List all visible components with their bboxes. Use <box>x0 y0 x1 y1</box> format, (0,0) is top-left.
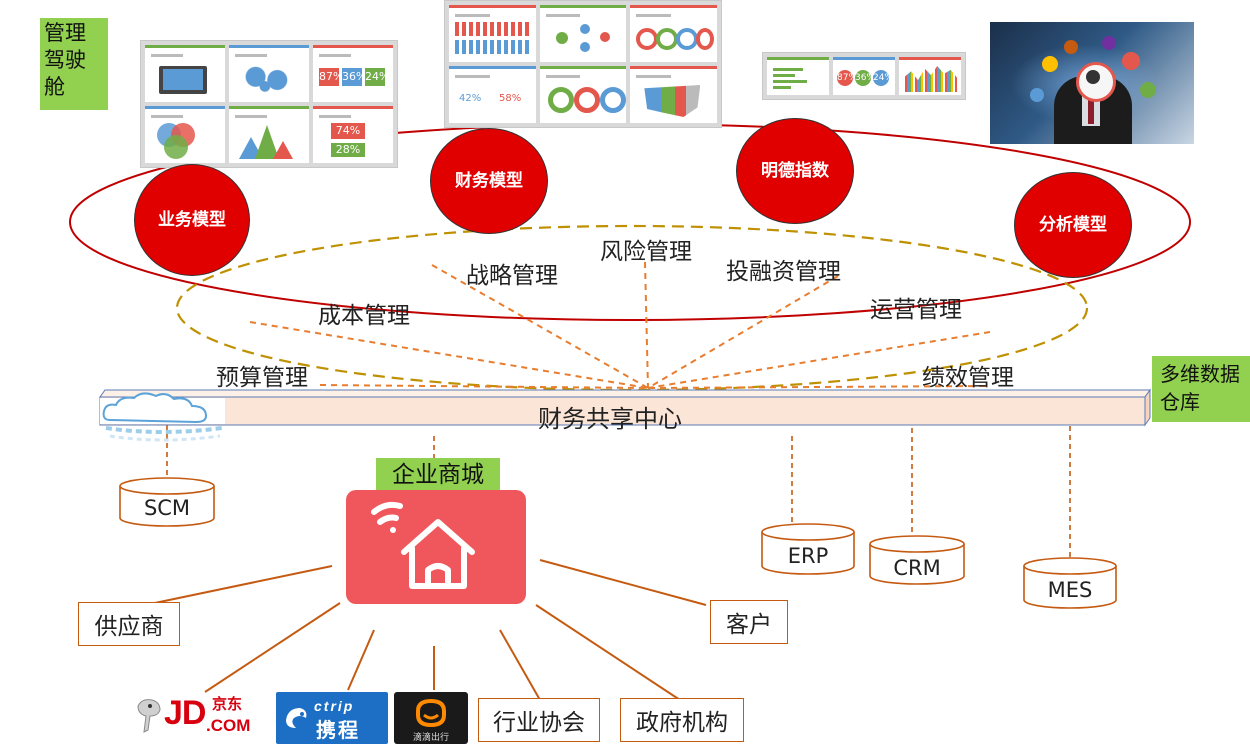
slide-rings <box>630 5 717 62</box>
dashboard-thumbnail-center: 42% 58% <box>444 0 722 128</box>
cloud-icon <box>100 392 225 442</box>
warehouse-label: 多维数据仓库 <box>1152 356 1250 422</box>
bubble-finance-model: 财务模型 <box>430 128 548 234</box>
label-operation-management: 运营管理 <box>870 297 962 323</box>
slide-donuts <box>539 66 627 123</box>
label-investment-management: 投融资管理 <box>726 259 841 285</box>
slide-flow <box>539 5 627 62</box>
slide-stat-blocks: 74% 28% <box>313 106 393 163</box>
system-crm: CRM <box>893 556 941 580</box>
slide-circles: 87% 36% 24% <box>833 57 895 95</box>
slide-gender: 42% 58% <box>449 66 536 123</box>
slide-percent-tiles: 87% 36% 24% <box>313 45 393 102</box>
system-mes: MES <box>1047 578 1093 602</box>
slide-hbars <box>767 57 829 95</box>
cylinders <box>119 477 1117 609</box>
smart-home-icon <box>346 490 526 604</box>
dashboard-thumbnail-right: 87% 36% 24% <box>762 52 966 100</box>
business-analytics-photo <box>990 22 1194 144</box>
system-scm: SCM <box>143 496 191 520</box>
label-budget-management: 预算管理 <box>216 365 308 391</box>
jd-logo: JD 京东 .COM <box>132 690 252 746</box>
inner-ellipse <box>175 224 1089 392</box>
bubble-analysis-model: 分析模型 <box>1014 172 1132 278</box>
label-risk-management: 风险管理 <box>600 239 692 265</box>
slide-vbars <box>899 57 961 95</box>
label-performance-management: 绩效管理 <box>922 365 1014 391</box>
didi-logo: 滴滴出行 <box>394 692 468 744</box>
dashboard-thumbnail-left: 87% 36% 24% 74% 28% <box>140 40 398 168</box>
slide-laptop <box>145 45 225 102</box>
label-cost-management: 成本管理 <box>318 303 410 329</box>
ctrip-logo: ctrip 携程 <box>276 692 388 744</box>
mall-label: 企业商城 <box>376 458 500 492</box>
system-erp: ERP <box>787 544 829 568</box>
label-strategy-management: 战略管理 <box>466 263 558 289</box>
shared-center-bar <box>99 388 1151 427</box>
app-connectors <box>149 559 707 701</box>
stakeholder-customer: 客户 <box>710 600 788 644</box>
stakeholder-government: 政府机构 <box>620 698 744 742</box>
slide-us-map <box>630 66 717 123</box>
slide-triangles <box>229 106 309 163</box>
shared-center-title: 财务共享中心 <box>538 405 682 433</box>
bubble-business-model: 业务模型 <box>134 164 250 276</box>
slide-world-map <box>229 45 309 102</box>
vertical-connectors <box>166 425 1071 560</box>
cockpit-label: 管理驾驶舱 <box>40 18 108 110</box>
slide-venn <box>145 106 225 163</box>
stakeholder-industry-association: 行业协会 <box>478 698 600 742</box>
bubble-mingde-index: 明德指数 <box>736 118 854 224</box>
stakeholder-supplier: 供应商 <box>78 602 180 646</box>
slide-people-bars <box>449 5 536 62</box>
radial-lines <box>249 261 991 389</box>
